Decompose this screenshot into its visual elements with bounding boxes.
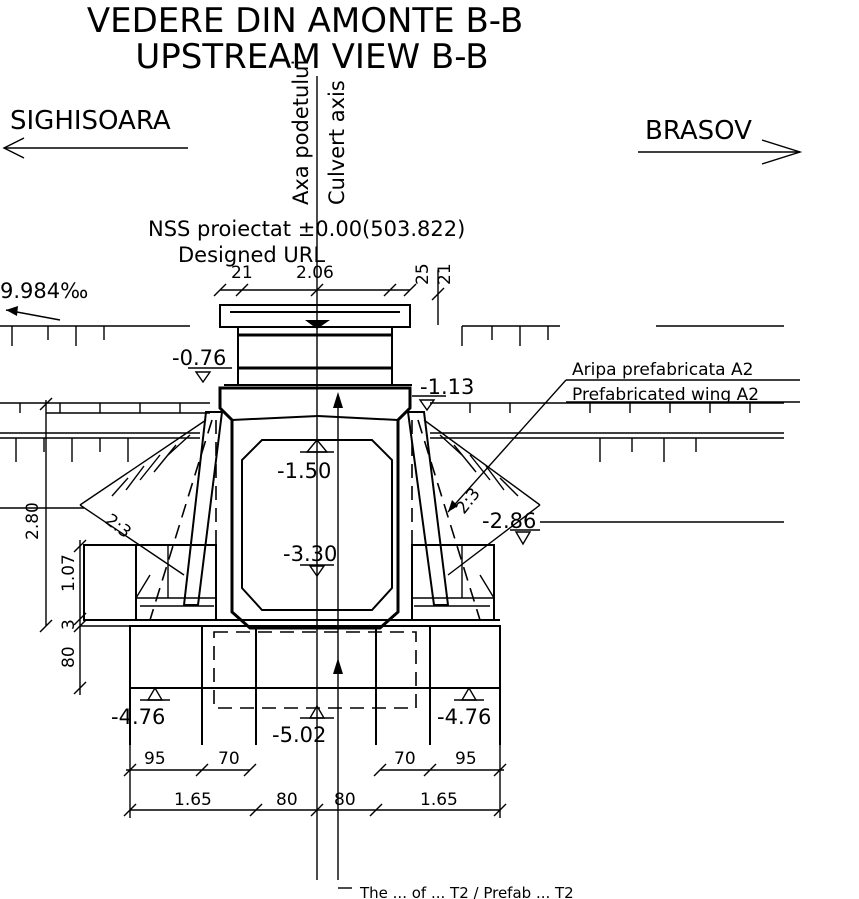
- dim-top-4: 21: [435, 263, 455, 285]
- dim-left-4: 80: [59, 646, 79, 668]
- direction-right-label: BRASOV: [645, 116, 752, 146]
- top-dimensions: [213, 270, 445, 325]
- level-markers: [140, 367, 540, 719]
- title-ro: VEDERE DIN AMONTE B-B: [87, 1, 523, 41]
- dim-bottom-2: 70: [218, 749, 240, 769]
- foundation: [129, 619, 501, 745]
- footer-note: The ... of ... T2 / Prefab ... T2: [359, 884, 574, 899]
- level-ref-ro: NSS proiectat ±0.00(503.822): [148, 217, 465, 241]
- direction-right-arrow: [638, 139, 803, 165]
- dim-bottom-3: 70: [394, 749, 416, 769]
- box-culvert: [218, 386, 412, 630]
- wing-leader: [447, 379, 800, 513]
- level-4: -2.86: [482, 509, 536, 533]
- dim-top-3: 25: [413, 263, 433, 285]
- dim-left-1: 2.80: [23, 502, 43, 540]
- embankment-right: [423, 419, 784, 576]
- dim-bottom-5: 1.65: [174, 790, 212, 810]
- dim-bottom-7: 80: [334, 790, 356, 810]
- level-1: -0.76: [172, 346, 226, 370]
- flow-arrow: [333, 392, 352, 889]
- axis-label-ro: Axa podetului: [289, 60, 313, 205]
- slope-label: 9.984‰: [0, 279, 88, 303]
- level-3: -1.50: [277, 459, 331, 483]
- dim-top-2: 2.06: [296, 263, 334, 283]
- embankment-left: [0, 419, 207, 576]
- direction-left-label: SIGHISOARA: [10, 106, 171, 136]
- direction-left-arrow: [2, 137, 188, 159]
- dim-bottom-4: 95: [455, 749, 477, 769]
- level-ref-en: Designed URL: [178, 243, 325, 267]
- slope-arrow: [5, 306, 61, 321]
- dim-bottom-6: 80: [276, 790, 298, 810]
- dim-left-2: 1.07: [59, 554, 79, 592]
- deck-parapet: [219, 304, 412, 386]
- road-surface-lines: [0, 325, 784, 462]
- dim-left-3: 3: [59, 619, 79, 630]
- level-2: -1.13: [420, 375, 474, 399]
- wing-label-ro: Aripa prefabricata A2: [572, 360, 753, 380]
- level-6: -4.76: [111, 705, 165, 729]
- title-en: UPSTREAM VIEW B-B: [135, 37, 488, 77]
- level-8: -5.02: [272, 723, 326, 747]
- axis-label-en: Culvert axis: [325, 80, 349, 205]
- dim-top-1: 21: [231, 263, 253, 283]
- dim-bottom-8: 1.65: [420, 790, 458, 810]
- dim-bottom-1: 95: [144, 749, 166, 769]
- wing-label-en: Prefabricated wing A2: [572, 385, 759, 405]
- bottom-dimensions: [123, 745, 507, 818]
- left-vertical-dimensions: [39, 397, 210, 695]
- level-7: -4.76: [437, 705, 491, 729]
- level-5: -3.30: [283, 542, 337, 566]
